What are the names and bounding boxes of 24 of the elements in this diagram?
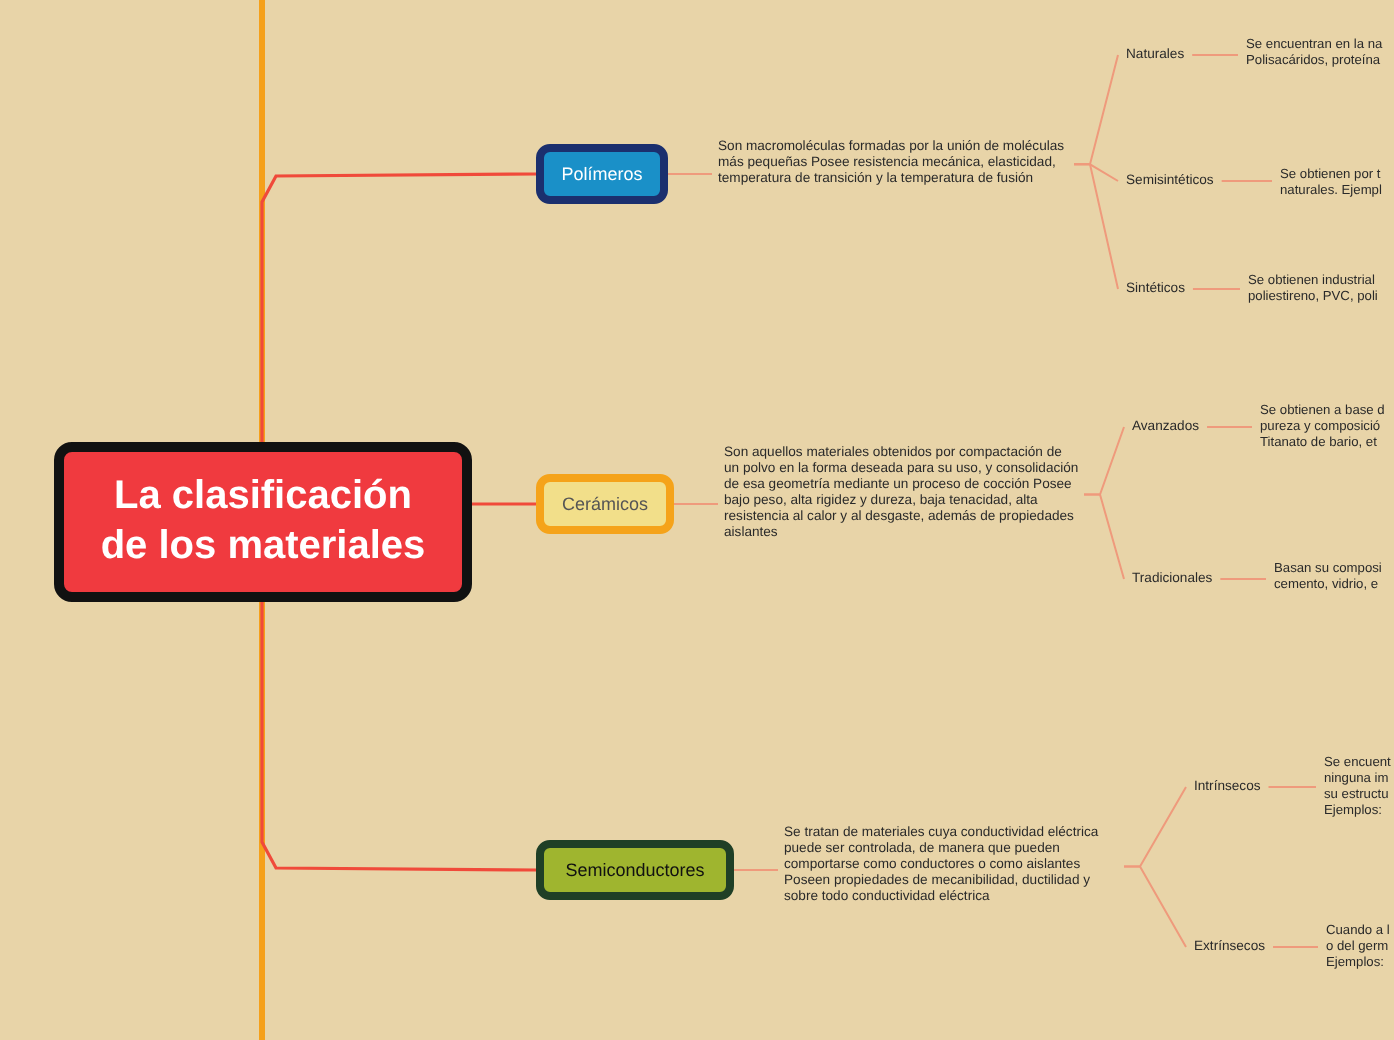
node-label: Semiconductores [565, 860, 705, 880]
category-box [536, 840, 734, 900]
connector-line [1267, 786, 1317, 788]
connector-line [673, 503, 719, 505]
node-label: Polímeros [561, 164, 643, 184]
connector-line [1123, 865, 1187, 948]
connector-line [260, 602, 536, 872]
connector-line [472, 502, 536, 506]
connector-line [1191, 54, 1239, 56]
category-box [536, 474, 674, 534]
connector-line [667, 173, 713, 175]
node-label: Cerámicos [561, 494, 648, 514]
connector-line [1073, 163, 1119, 290]
connector-line [1206, 426, 1253, 428]
connector-line [1083, 493, 1125, 580]
connector-line [1272, 946, 1319, 948]
connector-line [733, 869, 779, 871]
connector-line [260, 172, 536, 442]
title-box [54, 442, 472, 602]
connector-line [1191, 288, 1241, 290]
category-box [536, 144, 668, 204]
connector-line [1220, 180, 1273, 182]
node-label: La clasificación de los materiales [98, 472, 428, 572]
connector-line [1219, 578, 1267, 580]
